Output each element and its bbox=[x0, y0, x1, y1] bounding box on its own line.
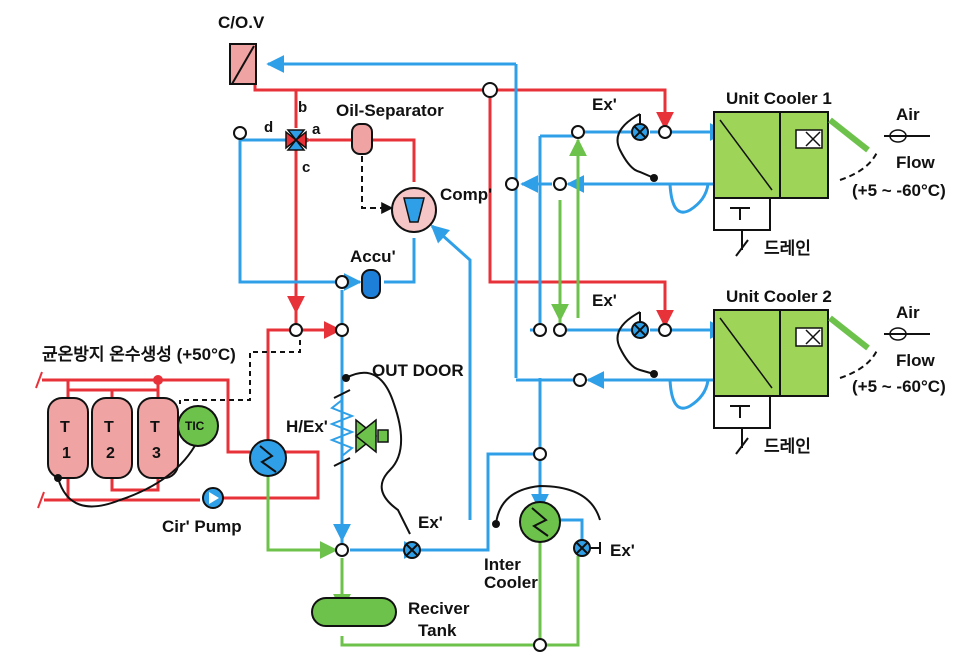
receiver-tank-label-1: Reciver bbox=[408, 599, 470, 618]
expansion-valve-cooler-1-label: Ex' bbox=[592, 95, 617, 114]
tank-2-letter: T bbox=[104, 419, 114, 436]
tic-controller: TIC bbox=[177, 405, 219, 447]
circulation-pump: Cir' Pump bbox=[162, 487, 242, 536]
inter-cooler: Inter Cooler bbox=[484, 501, 561, 592]
circulation-pump-label: Cir' Pump bbox=[162, 517, 242, 536]
compressor: Comp' bbox=[391, 185, 492, 233]
expansion-valve-cooler-2: Ex' bbox=[592, 291, 649, 339]
accumulator-label: Accu' bbox=[350, 247, 396, 266]
tic-label: TIC bbox=[185, 419, 205, 433]
unit-cooler-1-label: Unit Cooler 1 bbox=[726, 89, 832, 108]
hot-water-title: 균온방지 온수생성 (+50°C) bbox=[42, 345, 236, 364]
tank-header-junction bbox=[153, 375, 163, 385]
tank-1: T 1 bbox=[47, 397, 89, 479]
oil-separator-label: Oil-Separator bbox=[336, 101, 444, 120]
heat-exchanger-label: H/Ex' bbox=[286, 417, 328, 436]
liquid-lines bbox=[266, 138, 587, 647]
temp-range-label-1: (+5 ~ -60°C) bbox=[852, 181, 946, 200]
expansion-valve-inter: Ex' bbox=[573, 539, 635, 560]
expansion-valve-outdoor-label: Ex' bbox=[418, 513, 443, 532]
inter-cooler-label-2: Cooler bbox=[484, 573, 538, 592]
inter-cooler-label-1: Inter bbox=[484, 555, 521, 574]
receiver-tank: Reciver Tank bbox=[311, 597, 470, 640]
tank-3-number: 3 bbox=[152, 445, 161, 462]
receiver-tank-label-2: Tank bbox=[418, 621, 457, 640]
unit-cooler-1: Unit Cooler 1 드레인 bbox=[713, 89, 879, 258]
tank-2-number: 2 bbox=[106, 445, 115, 462]
air-label-1: Air bbox=[896, 105, 920, 124]
solenoid-valve bbox=[354, 418, 389, 454]
expansion-valve-cooler-1: Ex' bbox=[592, 95, 649, 141]
drain-2-label: 드레인 bbox=[764, 437, 811, 456]
air-flow-annotation-1: Air Flow (+5 ~ -60°C) bbox=[852, 105, 946, 200]
changeover-valve: C/O.V bbox=[218, 13, 265, 85]
expansion-valve-cooler-2-label: Ex' bbox=[592, 291, 617, 310]
air-label-2: Air bbox=[896, 303, 920, 322]
port-d-label: d bbox=[264, 119, 273, 136]
flow-label-2: Flow bbox=[896, 351, 935, 370]
port-b-label: b bbox=[298, 99, 307, 116]
tank-3: T 3 bbox=[137, 397, 179, 479]
expansion-valve-inter-label: Ex' bbox=[610, 541, 635, 560]
temp-range-label-2: (+5 ~ -60°C) bbox=[852, 377, 946, 396]
tank-3-letter: T bbox=[150, 419, 160, 436]
port-a-label: a bbox=[312, 121, 321, 138]
expansion-valve-outdoor: Ex' bbox=[403, 513, 443, 559]
four-way-valve: b a c d bbox=[264, 99, 321, 176]
unit-cooler-2-label: Unit Cooler 2 bbox=[726, 287, 832, 306]
out-door-label: OUT DOOR bbox=[372, 361, 464, 380]
compressor-label: Comp' bbox=[440, 185, 492, 204]
changeover-valve-label: C/O.V bbox=[218, 13, 265, 32]
oil-separator: Oil-Separator bbox=[336, 101, 444, 214]
drain-1-label: 드레인 bbox=[764, 239, 811, 258]
heat-exchanger: H/Ex' bbox=[249, 417, 328, 477]
air-flow-annotation-2: Air Flow (+5 ~ -60°C) bbox=[852, 303, 946, 396]
tank-1-letter: T bbox=[60, 419, 70, 436]
unit-cooler-2: Unit Cooler 2 드레인 bbox=[713, 287, 879, 456]
accumulator: Accu' bbox=[350, 247, 396, 299]
port-c-label: c bbox=[302, 159, 310, 176]
flow-label-1: Flow bbox=[896, 153, 935, 172]
tank-2: T 2 bbox=[91, 397, 133, 479]
tank-1-number: 1 bbox=[62, 445, 71, 462]
